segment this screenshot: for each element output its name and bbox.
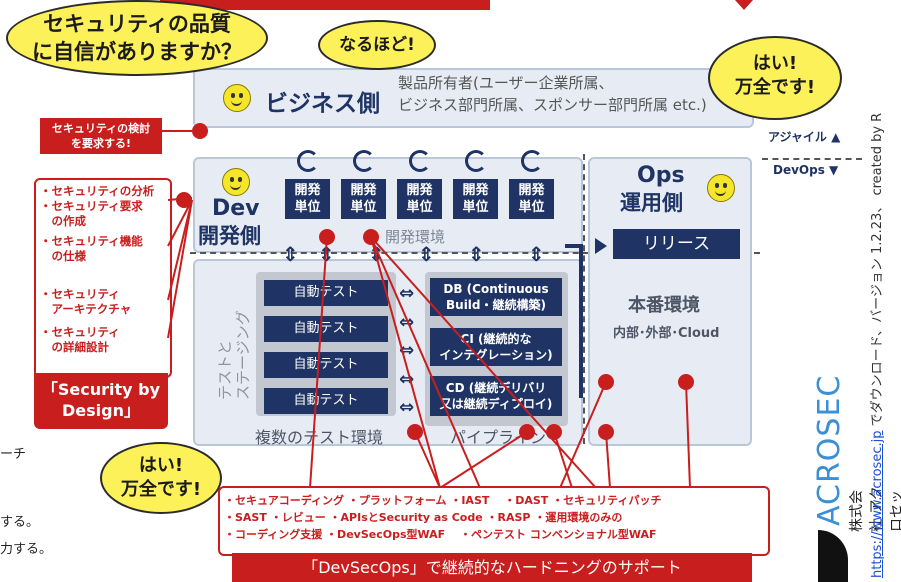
cycle-icon [409, 150, 431, 172]
auto-test-box: 自動テスト [264, 388, 388, 414]
cycle-icon [297, 150, 319, 172]
connector-dot [519, 424, 535, 440]
left-cut-1: ーチ [0, 447, 27, 462]
cycle-icon [353, 150, 375, 172]
cycle-icon [465, 150, 487, 172]
legend-agile: アジャイル ▲ [768, 128, 840, 145]
ops-scope: 内部･外部･Cloud [613, 326, 720, 341]
auto-test-box: 自動テスト [264, 316, 388, 342]
security-by-design-label: 「Security by Design」 [34, 373, 168, 429]
cycle-icon [521, 150, 543, 172]
legend-devops: DevOps ▼ [773, 163, 838, 177]
connector-dot [319, 229, 335, 245]
connector-dot [176, 192, 192, 208]
brand-logo: ACROSEC [812, 374, 847, 526]
top-arrow-tip [735, 0, 753, 10]
devsecops-row-3: ・コーディング支援 ・DevSecOps型WAF ・ペンテスト コンベンショナル… [224, 528, 657, 541]
business-title: ビジネス側 [265, 91, 380, 117]
naruhodo-bubble: なるほど! [318, 20, 436, 70]
release-box: リリース [613, 229, 740, 259]
dev-unit: 開発 単位 [285, 179, 330, 219]
devsecops-row-2: ・SAST ・レビュー ・APIsとSecurity as Code ・RASP… [224, 511, 623, 524]
dev-unit: 開発 単位 [397, 179, 442, 219]
connector-dot [192, 123, 208, 139]
ops-title-ja: 運用側 [620, 191, 683, 215]
business-smiley-icon [223, 84, 251, 112]
ops-env: 本番環境 [628, 295, 700, 316]
devsecops-banner: 「DevSecOps」で継続的なハードニングのサポート [232, 553, 752, 582]
design-item-4: ・セキュリティ の詳細設計 [40, 325, 120, 354]
request-box: セキュリティの検討 を要求する! [40, 118, 162, 154]
design-list-box [34, 178, 172, 378]
design-item-3: ・セキュリティ アーキテクチャ [40, 287, 132, 316]
devsecops-row-1: ・セキュアコーディング ・プラットフォーム ・IAST ・DAST ・セキュリテ… [224, 494, 662, 507]
connector-dot [546, 424, 562, 440]
connector-dot [363, 229, 379, 245]
bidirectional-arrow-icon: ⇔ [399, 397, 415, 418]
connector-dot [598, 374, 614, 390]
top-banner-strip [160, 0, 490, 10]
auto-test-box: 自動テスト [264, 280, 388, 306]
legend-divider [762, 158, 862, 160]
dev-title-en: Dev [212, 196, 260, 221]
vertical-arrow-icon: ⇕ [418, 242, 435, 266]
credit-note: でダウンロード、バージョン 1.2.23、 created by R [870, 112, 885, 427]
legend-agile-label: アジャイル [768, 130, 827, 144]
acrosec-link[interactable]: https://www.acrosec.jp [870, 430, 885, 578]
dev-smiley-icon [222, 168, 250, 196]
dev-unit: 開発 単位 [509, 179, 554, 219]
pipeline-db: DB (Continuous Build・継続構築) [430, 278, 562, 316]
dev-unit: 開発 単位 [341, 179, 386, 219]
dev-ops-separator [190, 252, 760, 254]
auto-test-box: 自動テスト [264, 352, 388, 378]
ops-panel [588, 157, 752, 446]
dev-title-ja: 開発側 [198, 224, 261, 248]
ops-yes-text: はい! 万全です! [734, 53, 816, 98]
design-item-1: ・セキュリティの分析 ・セキュリティ要求 の作成 [40, 184, 155, 228]
security-quality-bubble: セキュリティの品質 に自信がありますか？ [6, 0, 268, 76]
dev-unit: 開発 単位 [453, 179, 498, 219]
arrow-up-icon: ▲ [831, 130, 841, 144]
vertical-arrow-icon: ⇕ [528, 242, 545, 266]
dev-env-label: 開発環境 [385, 228, 446, 246]
ops-smiley-icon [707, 174, 735, 202]
design-item-2: ・セキュリティ機能 の仕様 [40, 234, 143, 263]
cd-to-release-arrow [565, 244, 583, 398]
left-cut-3: 力する。 [0, 542, 53, 557]
dev-yes-text: はい! 万全です! [120, 455, 202, 500]
security-quality-text: セキュリティの品質 に自信がありますか？ [32, 12, 242, 64]
credit-line: https://www.acrosec.jp でダウンロード、バージョン 1.2… [866, 113, 885, 578]
vertical-arrow-icon: ⇕ [282, 242, 299, 266]
connector-dot [598, 424, 614, 440]
connector-dot [678, 374, 694, 390]
legend-devops-label: DevOps [773, 163, 825, 177]
dev-yes-bubble: はい! 万全です! [100, 442, 222, 514]
connector-dot [407, 424, 423, 440]
test-env-label: 複数のテスト環境 [255, 428, 384, 447]
vertical-arrow-icon: ⇕ [468, 242, 485, 266]
arrow-down-icon: ▼ [829, 163, 839, 177]
ops-yes-bubble: はい! 万全です! [708, 36, 842, 120]
pipeline-ci: CI (継続的な インテグレーション) [430, 328, 562, 366]
bidirectional-arrow-icon: ⇔ [399, 369, 415, 390]
ops-separator [583, 154, 585, 444]
bidirectional-arrow-icon: ⇔ [399, 283, 415, 304]
ops-title-en: Ops [637, 163, 685, 188]
business-panel [193, 68, 754, 128]
business-owner: 製品所有者(ユーザー企業所属、 ビジネス部門所属、スポンサー部門所属 etc.) [398, 74, 707, 114]
left-cut-2: する。 [0, 515, 40, 530]
release-arrowhead-icon [595, 238, 607, 254]
naruhodo-text: なるほど! [339, 35, 415, 55]
